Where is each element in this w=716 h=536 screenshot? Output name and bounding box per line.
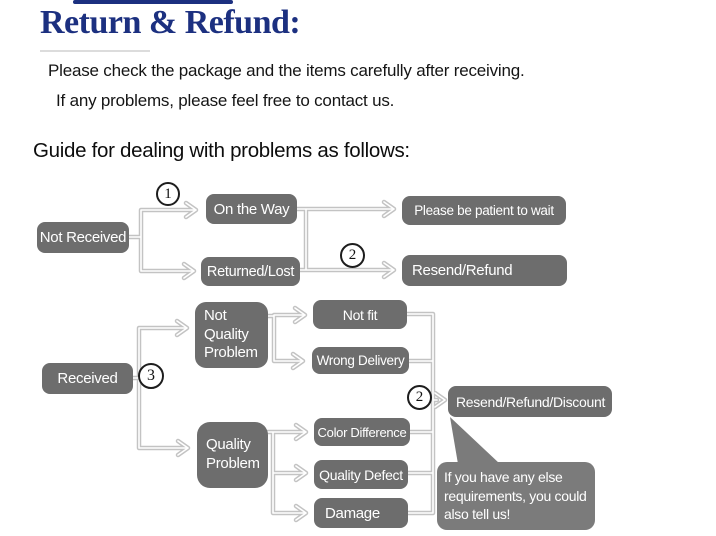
flow-node-label: Color Difference xyxy=(317,424,407,440)
flow-node-returned-lost: Returned/Lost xyxy=(201,257,300,286)
speech-bubble-line: also tell us! xyxy=(444,506,511,523)
flow-node-label: Not fit xyxy=(342,306,378,323)
speech-bubble-line: requirements, you could xyxy=(444,487,587,504)
page-title: Return & Refund: xyxy=(40,4,301,41)
step-number: 2 xyxy=(415,389,424,405)
flow-node-label: Resend/Refund/Discount xyxy=(456,393,606,410)
flow-node-wrong-delivery: Wrong Delivery xyxy=(312,347,409,374)
flow-node-label: Wrong Delivery xyxy=(316,353,405,368)
guide-heading: Guide for dealing with problems as follo… xyxy=(33,139,410,162)
step-number: 2 xyxy=(348,247,357,263)
title-underline-artifact xyxy=(40,50,150,52)
intro-line-2: If any problems, please feel free to con… xyxy=(56,91,395,110)
flow-node-label: Received xyxy=(57,370,118,387)
flow-node-label-line: Quality xyxy=(204,325,249,343)
flow-node-received: Received xyxy=(42,363,133,394)
step-number: 1 xyxy=(164,185,172,202)
step-number: 3 xyxy=(147,367,155,384)
flow-node-resend-refund-discount: Resend/Refund/Discount xyxy=(448,386,612,417)
intro-line-1: Please check the package and the items c… xyxy=(48,61,525,80)
speech-bubble-line: If you have any else xyxy=(444,469,563,486)
flow-node-quality-defect: Quality Defect xyxy=(314,460,408,489)
flow-node-damage: Damage xyxy=(314,498,408,528)
speech-bubble-tail xyxy=(450,417,500,464)
flow-node-label: Not Received xyxy=(39,229,127,246)
flow-node-label: Resend/Refund xyxy=(412,262,513,279)
step-circle-1: 1 xyxy=(156,182,180,206)
flow-node-label: Returned/Lost xyxy=(206,263,295,280)
flow-node-quality-problem: Quality Problem xyxy=(197,422,268,488)
flow-node-color-difference: Color Difference xyxy=(314,418,410,446)
step-circle-2-bottom: 2 xyxy=(407,385,432,410)
flow-node-label: Damage xyxy=(325,504,380,522)
flow-node-not-fit: Not fit xyxy=(313,300,407,329)
flow-node-label-line: Problem xyxy=(204,344,258,362)
speech-bubble: If you have any else requirements, you c… xyxy=(437,462,595,530)
flow-node-label-line: Quality xyxy=(206,436,251,454)
flow-node-label-line: Problem xyxy=(206,455,260,472)
step-circle-2-top: 2 xyxy=(340,243,365,268)
step-circle-3: 3 xyxy=(138,363,164,389)
decorative-top-line xyxy=(73,0,233,4)
flow-node-on-the-way: On the Way xyxy=(206,194,297,224)
flow-node-not-quality-problem: Not Quality Problem xyxy=(195,302,268,368)
flow-node-label: Please be patient to wait xyxy=(414,203,554,218)
flow-node-resend-refund: Resend/Refund xyxy=(402,255,567,286)
flow-node-not-received: Not Received xyxy=(37,222,129,253)
flow-node-label: Quality Defect xyxy=(319,466,403,483)
flow-node-please-wait: Please be patient to wait xyxy=(402,196,566,225)
flow-node-label: On the Way xyxy=(213,200,290,218)
flow-node-label-line: Not xyxy=(204,306,227,324)
